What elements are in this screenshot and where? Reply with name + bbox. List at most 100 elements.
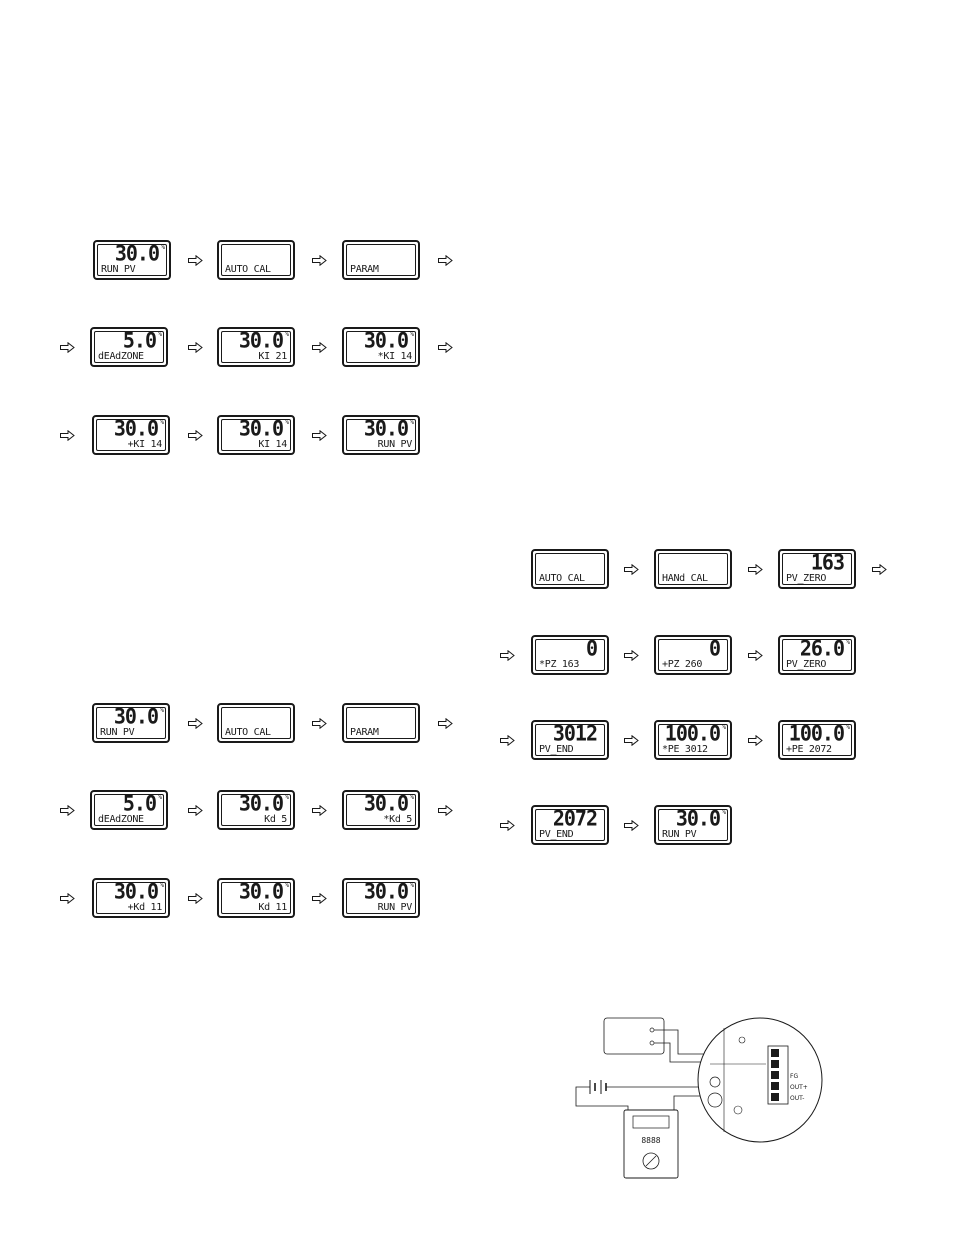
lcd-display: 3012 PV_END [531, 720, 609, 760]
signal-source-box [603, 1017, 665, 1055]
lcd-value: 30.0 [114, 240, 160, 266]
lcd-value: 100.0 [664, 720, 721, 746]
device-closeup [697, 1017, 823, 1143]
multimeter-screen [632, 1115, 670, 1129]
lcd-label: *PZ 163 [539, 659, 580, 670]
arrow-right-icon [500, 735, 515, 746]
lcd-label: HANd CAL [662, 573, 708, 584]
arrow-right-icon [60, 430, 75, 441]
lcd-display: 5.0 % dEAdZONE [90, 327, 168, 367]
arrow-right-icon [188, 430, 203, 441]
arrow-right-icon [312, 430, 327, 441]
arrow-right-icon [188, 893, 203, 904]
terminal-label: FG [790, 1073, 798, 1080]
lcd-value: 100.0 [788, 720, 845, 746]
lcd-value: 26.0 [799, 635, 845, 661]
arrow-right-icon [188, 718, 203, 729]
arrow-right-icon [188, 342, 203, 353]
lcd-unit: % [285, 419, 289, 426]
lcd-display: 30.0 % KI 21 [217, 327, 295, 367]
lcd-label: PARAM [350, 264, 379, 275]
lcd-label: dEAdZONE [98, 351, 144, 362]
lcd-value: 30.0 [238, 878, 284, 904]
lcd-value: 30.0 [113, 703, 159, 729]
lcd-value: 2072 [552, 805, 598, 831]
lcd-display: 100.0 % +PE 2072 [778, 720, 856, 760]
lcd-display: 0 *PZ 163 [531, 635, 609, 675]
lcd-label: RUN PV [377, 902, 413, 913]
lcd-label: AUTO CAL [225, 727, 271, 738]
lcd-value: 30.0 [363, 878, 409, 904]
lcd-value: 0 [585, 635, 598, 661]
arrow-right-icon [312, 805, 327, 816]
lcd-unit: % [410, 882, 414, 889]
lcd-display: AUTO CAL [531, 549, 609, 589]
lcd-unit: % [285, 882, 289, 889]
lcd-unit: % [722, 724, 726, 731]
lcd-value: 30.0 [363, 327, 409, 353]
lcd-label: +PE 2072 [786, 744, 832, 755]
lcd-display: 30.0 % RUN PV [654, 805, 732, 845]
arrow-right-icon [624, 820, 639, 831]
lcd-value: 5.0 [122, 790, 157, 816]
lcd-label: AUTO CAL [225, 264, 271, 275]
arrow-right-icon [438, 342, 453, 353]
lcd-label: PV_END [539, 829, 574, 840]
arrow-right-icon [312, 342, 327, 353]
lcd-display: 30.0 % KI 14 [217, 415, 295, 455]
lcd-value: 30.0 [238, 415, 284, 441]
lcd-unit: % [846, 724, 850, 731]
terminal-screw [771, 1071, 779, 1079]
lcd-display: 26.0 % PV_ZERO [778, 635, 856, 675]
lcd-unit: % [410, 331, 414, 338]
lcd-display: 5.0 % dEAdZONE [90, 790, 168, 830]
arrow-right-icon [438, 255, 453, 266]
lcd-unit: % [160, 882, 164, 889]
lcd-label: dEAdZONE [98, 814, 144, 825]
lcd-label: Kd 5 [264, 814, 287, 825]
terminal-label: OUT- [790, 1095, 804, 1102]
arrow-right-icon [438, 805, 453, 816]
screw-icon [709, 1076, 721, 1088]
lcd-label: *Kd 5 [383, 814, 412, 825]
lcd-display: PARAM [342, 240, 420, 280]
lcd-value: 30.0 [113, 415, 159, 441]
lcd-unit: % [846, 639, 850, 646]
arrow-right-icon [500, 650, 515, 661]
lcd-display: HANd CAL [654, 549, 732, 589]
arrow-right-icon [312, 718, 327, 729]
arrow-right-icon [60, 805, 75, 816]
arrow-right-icon [748, 564, 763, 575]
lcd-display: 30.0 % Kd 11 [217, 878, 295, 918]
wiring-diagram: 8888 FG OUT+ OUT- [575, 1017, 823, 1179]
lcd-label: Kd 11 [258, 902, 287, 913]
lcd-label: *KI 14 [377, 351, 413, 362]
lcd-label: KI 14 [258, 439, 287, 450]
lcd-display: 30.0 % *Kd 5 [342, 790, 420, 830]
lcd-display: AUTO CAL [217, 240, 295, 280]
screw-icon [707, 1092, 723, 1108]
screw-icon [733, 1105, 743, 1115]
lcd-label: AUTO CAL [539, 573, 585, 584]
lcd-display: AUTO CAL [217, 703, 295, 743]
lcd-display: PARAM [342, 703, 420, 743]
lcd-display: 30.0 % Kd 5 [217, 790, 295, 830]
lcd-unit: % [161, 244, 165, 251]
terminal-screw [771, 1093, 779, 1101]
lcd-unit: % [285, 794, 289, 801]
lcd-value: 30.0 [675, 805, 721, 831]
screw-icon [738, 1036, 746, 1044]
arrow-right-icon [500, 820, 515, 831]
lcd-unit: % [160, 707, 164, 714]
lcd-label: PV_ZERO [786, 659, 827, 670]
lcd-display: 30.0 % +KI 14 [92, 415, 170, 455]
multimeter-readout: 8888 [641, 1136, 660, 1145]
lcd-display: 30.0 % RUN PV [342, 415, 420, 455]
arrow-right-icon [748, 735, 763, 746]
lcd-unit: % [410, 794, 414, 801]
lcd-unit: % [158, 331, 162, 338]
arrow-right-icon [438, 718, 453, 729]
arrow-right-icon [748, 650, 763, 661]
lcd-unit: % [410, 419, 414, 426]
arrow-right-icon [624, 564, 639, 575]
